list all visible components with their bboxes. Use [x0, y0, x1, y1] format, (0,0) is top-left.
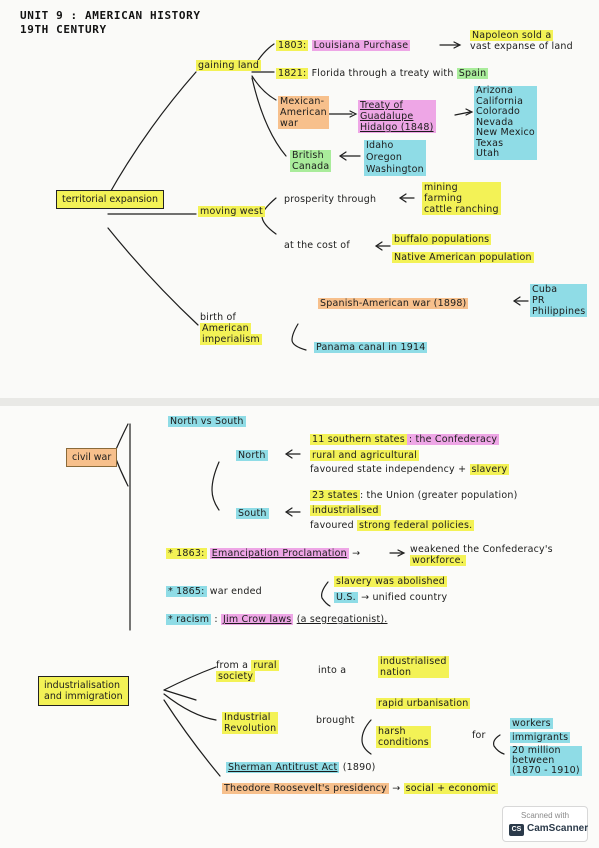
northwest-territories: Idaho Oregon Washington	[364, 140, 426, 176]
territory-item: Washington	[366, 164, 424, 175]
prosperity-items: mining farming cattle ranching	[422, 182, 501, 215]
louisiana-year: 1803:	[276, 40, 309, 51]
camscanner-logo-icon: CS	[509, 824, 524, 836]
state-item: Arizona	[476, 85, 514, 96]
spanish-american-war: Spanish-American war (1898)	[318, 298, 469, 309]
into-label: into a	[318, 665, 347, 676]
cost-item: buffalo populations	[392, 234, 492, 245]
sherman-antitrust-act: Sherman Antitrust Act	[226, 762, 340, 773]
sheet-divider	[0, 398, 599, 406]
north-line-1: 11 southern states: the Confederacy	[310, 434, 500, 445]
war-end-result-2: U.S. → unified country	[334, 592, 448, 603]
cost-item: Native American population	[392, 252, 534, 263]
emancipation-proclamation: Emancipation Proclamation	[209, 548, 349, 559]
civil-war-label: civil war	[72, 452, 112, 463]
immigrants-label: immigrants	[510, 732, 571, 743]
immigration-label: and immigration	[44, 691, 123, 702]
for-label: for	[472, 730, 486, 741]
south-line-1: 23 states: the Union (greater population…	[310, 490, 518, 501]
louisiana-item: 1803: Louisiana Purchase	[276, 40, 411, 51]
prosperity-label: prosperity through	[284, 194, 377, 205]
colony-item: PR	[532, 295, 545, 306]
brought-label: brought	[316, 715, 355, 726]
jim-crow-laws: Jim Crow laws	[221, 614, 294, 625]
rapid-urbanisation: rapid urbanisation	[376, 698, 471, 709]
territory-item: Oregon	[366, 152, 403, 163]
prosperity-item: cattle ranching	[424, 204, 499, 215]
territory-item: Idaho	[366, 140, 394, 151]
racism-item: * racism : Jim Crow laws (a segregationi…	[166, 614, 388, 625]
workers-label: workers	[510, 718, 553, 729]
gaining-land-label: gaining land	[196, 60, 262, 71]
prosperity-item: mining	[424, 182, 458, 193]
south-label: South	[236, 508, 269, 519]
civil-war-box: civil war	[66, 448, 118, 467]
state-item: Utah	[476, 148, 500, 159]
notes-sheet-bottom	[0, 406, 599, 848]
war-end-item: * 1865: war ended	[166, 586, 262, 597]
colony-item: Cuba	[532, 284, 558, 295]
florida-text: Florida through a treaty with	[311, 68, 454, 79]
north-vs-south: North vs South	[168, 416, 246, 427]
state-item: California	[476, 95, 524, 107]
florida-item: 1821: Florida through a treaty with Spai…	[276, 68, 489, 79]
war-end-result-1: slavery was abolished	[334, 576, 447, 587]
north-label: North	[236, 450, 268, 461]
unit-title: UNIT 9 : AMERICAN HISTORY	[20, 9, 201, 22]
camscanner-name: CamScanner	[527, 823, 589, 834]
colonies-list: Cuba PR Philippines	[530, 284, 588, 317]
camscanner-watermark: Scanned with CS CamScanner	[502, 806, 588, 842]
ceded-states-list: Arizona California Colorado Nevada New M…	[474, 85, 537, 160]
louisiana-purchase: Louisiana Purchase	[311, 40, 411, 51]
north-line-2: rural and agricultural	[310, 450, 419, 461]
cost-label: at the cost of	[284, 240, 350, 251]
state-item: Texas	[476, 137, 504, 149]
north-line-3: favoured state independency + slavery	[310, 464, 510, 475]
unit-subtitle: 19TH CENTURY	[20, 23, 107, 36]
prosperity-item: farming	[424, 193, 463, 204]
state-item: New Mexico	[476, 127, 535, 138]
state-item: Nevada	[476, 116, 514, 128]
emancipation-item: * 1863: Emancipation Proclamation →	[166, 548, 361, 559]
industrialisation-box: industrialisation and immigration	[38, 676, 129, 706]
south-line-2: industrialised	[310, 505, 381, 516]
territorial-expansion-label: territorial expansion	[62, 194, 159, 205]
sherman-item: Sherman Antitrust Act (1890)	[226, 762, 376, 773]
panama-canal: Panama canal in 1914	[314, 342, 428, 353]
moving-west-label: moving west	[198, 206, 265, 217]
south-line-3: favoured strong federal policies.	[310, 520, 475, 531]
colony-item: Philippines	[532, 306, 586, 317]
spain-label: Spain	[456, 68, 489, 79]
state-item: Colorado	[476, 106, 521, 117]
roosevelt-item: Theodore Roosevelt's presidency → social…	[222, 783, 498, 794]
industrialisation-label: industrialisation	[44, 680, 120, 691]
florida-year: 1821:	[276, 68, 309, 79]
scanned-with-label: Scanned with	[520, 811, 570, 820]
territorial-expansion-box: territorial expansion	[56, 190, 165, 209]
roosevelt-presidency: Theodore Roosevelt's presidency	[222, 783, 389, 794]
